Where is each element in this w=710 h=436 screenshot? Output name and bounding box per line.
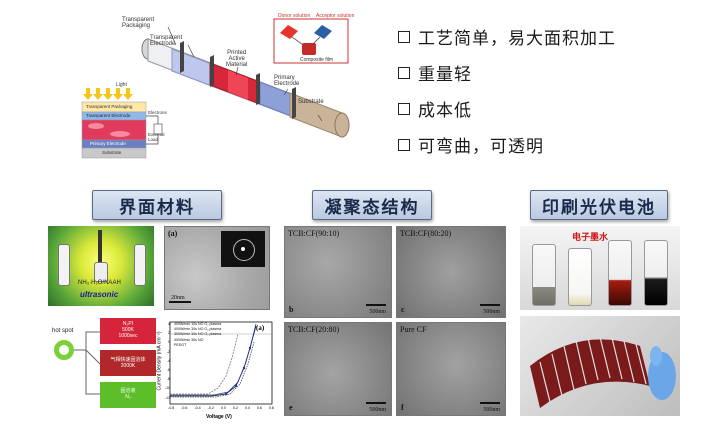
jv-yticks: 4 2 0 -2 -4 -6 -8 -10 -12 bbox=[164, 322, 170, 400]
vial-label: NH₃·H₂O/NAAH bbox=[78, 280, 121, 286]
label-substrate: Substrate bbox=[298, 99, 324, 105]
legend-item: 400W/min 30s NO O₂ plasma bbox=[174, 327, 222, 332]
checkbox-icon bbox=[398, 66, 410, 79]
ink-label: 电子墨水 bbox=[572, 233, 609, 243]
jv-xticks: -0.8 -0.6 -0.4 -0.2 0.0 0.2 0.4 0.6 0.8 bbox=[168, 406, 274, 410]
stack-layer-packaging: Transparent Packaging bbox=[86, 104, 133, 109]
section-header-printed: 印刷光伏电池 bbox=[530, 190, 668, 220]
vial-3 bbox=[608, 240, 632, 306]
scale-bar bbox=[366, 402, 386, 404]
sem-scale: 500nm bbox=[369, 407, 386, 413]
ink-vials-photo: 电子墨水 bbox=[520, 226, 680, 310]
tem-image: (a) 20nm bbox=[164, 226, 270, 310]
jv-legend: 400W/min 10s NO O₂ plasma 400W/min 30s N… bbox=[174, 322, 221, 348]
hot-spot-ring bbox=[54, 340, 74, 360]
vial-2 bbox=[568, 248, 592, 306]
vial-1 bbox=[532, 244, 556, 306]
bullet-item: 可弯曲，可透明 bbox=[398, 132, 544, 157]
connector-lines bbox=[74, 331, 100, 395]
scale-bar bbox=[169, 301, 191, 303]
label-transparent-electrode: Transparent Electrode bbox=[150, 35, 183, 47]
sem-letter: f bbox=[401, 403, 404, 412]
bullet-item: 工艺简单，易大面积加工 bbox=[398, 24, 616, 49]
diffraction-ring bbox=[233, 239, 255, 261]
jv-chart: (a) 400W/min 10s NO O₂ plasma 400W/min 3… bbox=[152, 318, 276, 424]
sonicator-probe bbox=[98, 230, 102, 266]
legend-item: 400W/min 10s NO O₂ plasma bbox=[174, 322, 222, 326]
legend-item: 300W/min 30s NO O₂ plasma bbox=[174, 332, 222, 337]
sem-label: Pure CF bbox=[400, 325, 427, 334]
label-light: Light bbox=[116, 82, 127, 88]
tem-scale: 20nm bbox=[171, 295, 185, 301]
sem-letter: b bbox=[289, 305, 294, 314]
checkbox-icon bbox=[398, 30, 410, 43]
label-electrons: Electrons bbox=[148, 110, 167, 115]
vial-right bbox=[134, 244, 146, 286]
sem-scale: 500nm bbox=[483, 407, 500, 413]
sem-scale: 500nm bbox=[369, 309, 386, 315]
sem-label: TCB:CF(20:80) bbox=[288, 325, 340, 334]
checkbox-icon bbox=[398, 138, 410, 151]
scale-bar bbox=[480, 304, 500, 306]
checkbox-icon bbox=[398, 102, 410, 115]
label-transparent-packaging: Transparent Packaging bbox=[122, 17, 155, 29]
legend-item: 400W/min 30s NO bbox=[174, 337, 204, 342]
vial-4 bbox=[644, 240, 668, 306]
section-header-morphology: 凝聚态结构 bbox=[312, 190, 432, 220]
label-primary-electrode: Primary Electrode bbox=[274, 75, 300, 87]
sem-label: TCB:CF(80:20) bbox=[400, 229, 452, 238]
vial-left bbox=[58, 244, 70, 286]
sem-scale: 500nm bbox=[483, 309, 500, 315]
device-diagram: Transparent Packaging Transparent Electr… bbox=[60, 5, 360, 175]
layer-stack-illustration bbox=[81, 88, 163, 159]
process-box-2: 气相快速固溶体 2000K bbox=[100, 350, 156, 376]
jv-plot bbox=[169, 321, 273, 405]
stack-layer-substrate: Substrate bbox=[102, 150, 122, 155]
diffraction-inset bbox=[221, 231, 265, 267]
process-box-1: N₂PI 500K 1000sec bbox=[100, 318, 156, 344]
printed-device-illustration bbox=[141, 18, 350, 138]
label-acceptor-solution: Acceptor solution bbox=[316, 13, 355, 19]
scale-bar bbox=[366, 304, 386, 306]
jv-xlabel: Voltage (V) bbox=[206, 414, 232, 420]
label-composite-film: Composite film bbox=[300, 57, 334, 63]
ultrasonic-image: NH₃·H₂O/NAAH ultrasonic bbox=[48, 226, 154, 306]
sem-label: TCB:CF(90:10) bbox=[288, 229, 340, 238]
sem-panel: Pure CF 500nm f bbox=[396, 322, 506, 416]
layer-stack: Light Transparent Packaging Transparent … bbox=[62, 82, 172, 172]
stack-layer-electrode: Transparent Electrode bbox=[86, 113, 131, 118]
jv-ylabel: Current Density (mA cm⁻²) bbox=[156, 331, 163, 391]
sem-letter: c bbox=[401, 305, 405, 314]
label-external-load: External Load bbox=[148, 132, 165, 142]
hot-spot-label: hot spot bbox=[52, 328, 74, 334]
sem-letter: e bbox=[289, 403, 293, 412]
bullet-item: 成本低 bbox=[398, 96, 472, 121]
ultrasonic-label: ultrasonic bbox=[80, 290, 119, 299]
flexible-cell-photo bbox=[520, 316, 680, 416]
legend-item: PEDOT bbox=[174, 342, 187, 347]
label-donor-solution: Donor solution bbox=[278, 13, 311, 19]
label-printed-active-material: Printed Active Material bbox=[226, 50, 248, 68]
diffraction-center bbox=[241, 247, 245, 251]
process-box-3: 固溶液 N₂ bbox=[100, 382, 156, 408]
sem-panel: TCB:CF(90:10) 500nm b bbox=[284, 226, 392, 318]
section-header-interface: 界面材料 bbox=[92, 190, 222, 220]
plasma-process-diagram: hot spot N₂PI 500K 1000sec 气相快速固溶体 2000K… bbox=[48, 318, 158, 414]
sem-panel: TCB:CF(20:80) 500nm e bbox=[284, 322, 392, 416]
flexible-cell-illustration bbox=[530, 336, 676, 408]
tem-panel-label: (a) bbox=[168, 229, 178, 238]
jv-panel-label: (a) bbox=[256, 324, 265, 332]
vial-center bbox=[94, 262, 108, 282]
bullet-item: 重量轻 bbox=[398, 60, 472, 85]
stack-layer-primary: Primary Electrode bbox=[90, 141, 126, 146]
sem-panel: TCB:CF(80:20) 500nm c bbox=[396, 226, 506, 318]
scale-bar bbox=[480, 402, 500, 404]
